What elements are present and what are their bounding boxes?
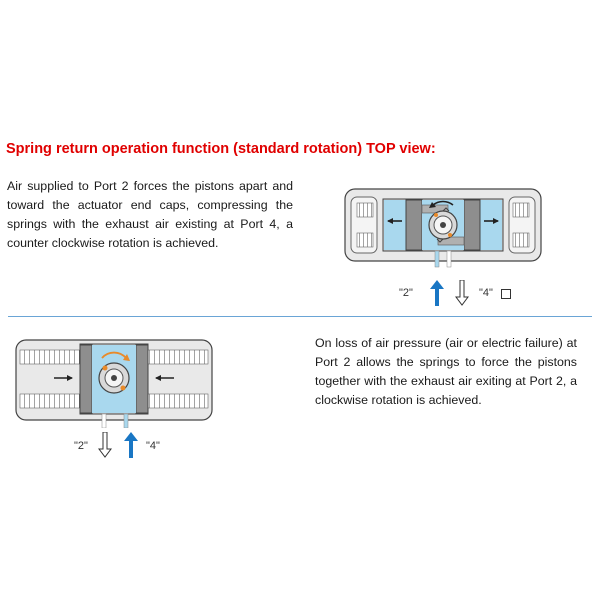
section-divider bbox=[8, 316, 592, 317]
supply-arrow-up-icon bbox=[124, 432, 138, 458]
description-spring-return: On loss of air pressure (air or electric… bbox=[315, 336, 577, 407]
actuator-diagram-pressurized bbox=[344, 188, 542, 268]
supply-arrow-up-icon bbox=[430, 280, 444, 306]
description-pressurized: Air supplied to Port 2 forces the piston… bbox=[7, 179, 293, 250]
port-2-label-bottom: "2" bbox=[74, 440, 88, 452]
port-4-label-bottom: "4" bbox=[146, 440, 160, 452]
port-4-label-top: "4" bbox=[479, 287, 493, 299]
exhaust-arrow-down-icon bbox=[98, 432, 112, 458]
port-2-label-top: "2" bbox=[399, 287, 413, 299]
actuator-diagram-spring-return bbox=[15, 339, 213, 428]
checkbox-icon bbox=[501, 289, 511, 299]
section-heading: Spring return operation function (standa… bbox=[6, 141, 436, 157]
exhaust-arrow-down-icon bbox=[455, 280, 469, 306]
